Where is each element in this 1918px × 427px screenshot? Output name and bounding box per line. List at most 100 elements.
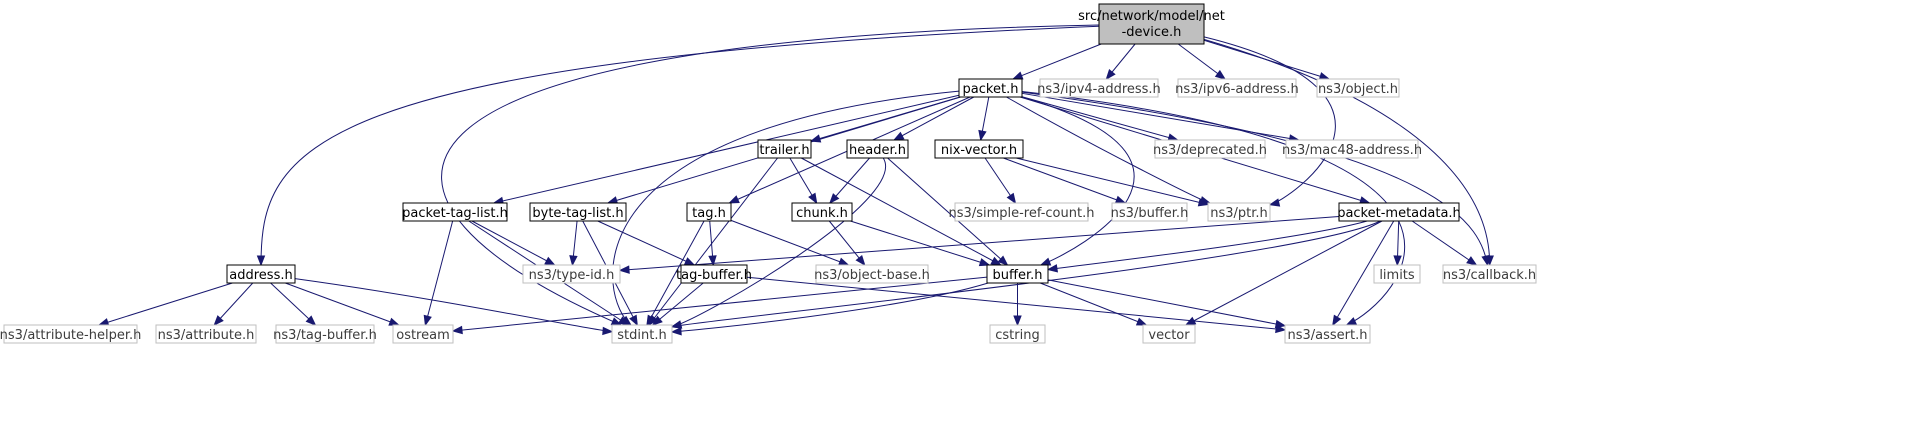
node-label: address.h: [229, 268, 292, 283]
edge-buffer-to-stdint: [670, 282, 989, 336]
node-attribute: ns3/attribute.h: [155, 324, 257, 344]
node-label: ns3/buffer.h: [1111, 206, 1189, 221]
edge-header-to-buffer: [887, 157, 1009, 266]
edge-netdev-to-ipv4: [1105, 43, 1136, 81]
node-callback: ns3/callback.h: [1442, 264, 1537, 284]
edge-address-to-attrhelper: [97, 282, 233, 327]
edge-address-to-attribute: [213, 282, 254, 327]
node-label: packet.h: [963, 82, 1019, 97]
node-cstring: cstring: [989, 324, 1046, 344]
edge-header-to-stdint: [670, 157, 887, 329]
node-label: packet-tag-list.h: [402, 206, 508, 221]
edge-trailer-to-chunk: [789, 157, 818, 205]
node-buffer[interactable]: buffer.h: [986, 264, 1049, 284]
node-bytetaglist[interactable]: byte-tag-list.h: [529, 202, 627, 222]
node-label: vector: [1148, 328, 1190, 343]
file-nodes: src/network/model/net-device.h packet.h ns…: [0, 3, 1537, 344]
node-label: ns3/object.h: [1318, 82, 1398, 97]
node-netdev[interactable]: src/network/model/net-device.h: [1078, 3, 1225, 45]
edge-bytetaglist-to-typeid: [569, 220, 578, 267]
node-label: ns3/tag-buffer.h: [273, 328, 377, 343]
edge-buffer-to-vector: [1040, 282, 1148, 326]
node-label: ns3/object-base.h: [814, 268, 930, 283]
node-label: ns3/simple-ref-count.h: [949, 206, 1095, 221]
edge-packetmetadata-to-buffer: [1046, 220, 1368, 273]
node-label: byte-tag-list.h: [532, 206, 623, 221]
node-label: header.h: [849, 143, 906, 158]
node-label: nix-vector.h: [941, 143, 1017, 158]
node-typeid: ns3/type-id.h: [522, 264, 621, 284]
node-label: stdint.h: [617, 328, 666, 343]
node-packet[interactable]: packet.h: [958, 78, 1023, 98]
node-trailer[interactable]: trailer.h: [757, 139, 812, 159]
edge-packetmetadata-to-assert: [1332, 220, 1395, 327]
edge-packetmetadata-to-vector: [1184, 220, 1383, 326]
node-address[interactable]: address.h: [226, 264, 296, 284]
edge-packet-to-header: [892, 96, 975, 141]
node-label: tag.h: [692, 206, 726, 221]
edge-chunk-to-buffer: [850, 220, 991, 267]
node-nsbuffer: ns3/buffer.h: [1111, 202, 1189, 222]
edge-nixvector-to-simplerefcount: [984, 157, 1017, 205]
node-label: ns3/attribute-helper.h: [0, 328, 141, 343]
node-vector: vector: [1142, 324, 1196, 344]
edge-tag-to-objectbase: [730, 219, 850, 266]
node-label: ns3/attribute.h: [158, 328, 255, 343]
node-tag[interactable]: tag.h: [686, 202, 732, 222]
node-ipv6: ns3/ipv6-address.h: [1175, 78, 1299, 98]
node-label: ns3/assert.h: [1288, 328, 1368, 343]
node-ostream: ostream: [392, 324, 454, 344]
edge-packet-to-deprecated: [1021, 96, 1179, 142]
node-label: ns3/ipv4-address.h: [1037, 82, 1161, 97]
node-ptr: ns3/ptr.h: [1207, 202, 1271, 222]
edge-netdev-to-ipv6: [1177, 43, 1227, 80]
node-label: ns3/type-id.h: [529, 268, 615, 283]
edge-packet-to-nixvector: [978, 96, 990, 142]
node-deprecated: ns3/deprecated.h: [1153, 139, 1267, 159]
edge-buffer-to-cstring: [1013, 283, 1022, 327]
node-label: cstring: [995, 328, 1039, 343]
edge-packet-to-buffer: [1021, 96, 1135, 266]
node-label: tag-buffer.h: [676, 268, 752, 283]
edge-packetmetadata-to-stdint: [670, 220, 1381, 329]
node-nixvector[interactable]: nix-vector.h: [934, 139, 1024, 159]
node-label: ns3/deprecated.h: [1153, 143, 1267, 158]
node-header[interactable]: header.h: [846, 139, 909, 159]
edge-bytetaglist-to-tagbuffer: [597, 220, 696, 266]
edge-netdev-to-address: [256, 25, 1100, 267]
edge-address-to-nstagbuffer: [270, 282, 317, 326]
edge-buffer-to-assert: [1047, 279, 1287, 329]
edge-address-to-stdint: [294, 278, 614, 336]
node-object: ns3/object.h: [1316, 78, 1400, 98]
node-packettaglist[interactable]: packet-tag-list.h: [402, 202, 508, 222]
node-simplerefcount: ns3/simple-ref-count.h: [949, 202, 1095, 222]
node-label: ns3/ptr.h: [1210, 206, 1268, 221]
node-packetmetadata[interactable]: packet-metadata.h: [1337, 202, 1461, 222]
node-label: buffer.h: [993, 268, 1043, 283]
node-attrhelper: ns3/attribute-helper.h: [0, 324, 141, 344]
dependency-edges: [97, 24, 1494, 336]
node-assert: ns3/assert.h: [1284, 324, 1371, 344]
node-label: limits: [1379, 268, 1415, 283]
edge-buffer-to-ostream: [451, 276, 988, 335]
node-label: trailer.h: [759, 143, 809, 158]
edge-packetmetadata-to-limits: [1393, 220, 1402, 267]
node-limits: limits: [1373, 264, 1421, 284]
node-chunk[interactable]: chunk.h: [791, 202, 853, 222]
edge-chunk-to-objectbase: [828, 220, 866, 267]
node-label: src/network/model/net-device.h: [1078, 9, 1225, 40]
node-objectbase: ns3/object-base.h: [814, 264, 930, 284]
node-label: ns3/callback.h: [1443, 268, 1536, 283]
node-tagbuffer[interactable]: tag-buffer.h: [676, 264, 752, 284]
edge-packettaglist-to-typeid: [471, 220, 556, 266]
edge-tag-to-stdint: [646, 220, 705, 327]
node-nstagbuffer: ns3/tag-buffer.h: [273, 324, 377, 344]
edge-packettaglist-to-ostream: [423, 220, 454, 327]
node-label: ostream: [396, 328, 450, 343]
node-label: ns3/mac48-address.h: [1282, 143, 1422, 158]
edge-tagbuffer-to-assert: [746, 276, 1287, 334]
node-label: ns3/ipv6-address.h: [1175, 82, 1299, 97]
edge-packetmetadata-to-callback: [1411, 220, 1478, 266]
node-mac48: ns3/mac48-address.h: [1282, 139, 1422, 159]
